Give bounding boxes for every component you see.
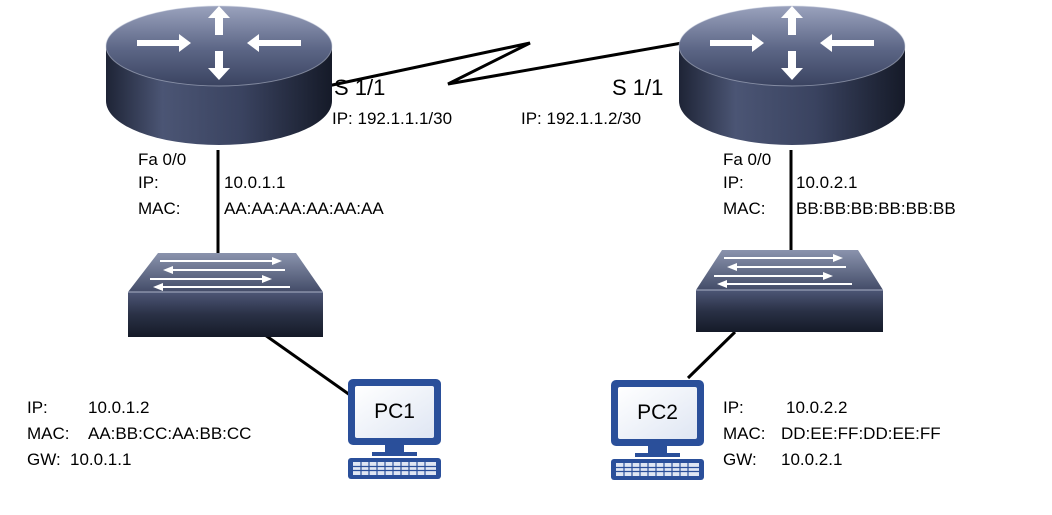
pc1-ip-value: 10.0.1.2 xyxy=(88,398,150,417)
pc2-ip-value: 10.0.2.2 xyxy=(786,398,848,417)
router-right-serial-label: S 1/1 xyxy=(612,75,664,100)
switch-right[interactable] xyxy=(696,250,883,332)
router-icon xyxy=(137,6,301,80)
pc-icon xyxy=(348,379,441,479)
pc1[interactable] xyxy=(348,379,441,479)
router-left-mac-label: MAC: xyxy=(138,199,181,218)
pc1-gw-label: GW: xyxy=(27,450,61,469)
monitor-screen xyxy=(618,387,697,439)
pc2-mac-label: MAC: xyxy=(723,424,766,443)
arrow-up-icon xyxy=(208,6,230,35)
router-left-mac-value: AA:AA:AA:AA:AA:AA xyxy=(224,199,384,218)
pc2-gw-value: 10.0.2.1 xyxy=(781,450,843,469)
pc2-name: PC2 xyxy=(637,401,678,424)
router-right-fa-label: Fa 0/0 xyxy=(723,150,772,169)
router-top xyxy=(106,6,332,86)
pc1-ip-label: IP: xyxy=(27,398,48,417)
pc2[interactable] xyxy=(611,380,704,480)
pc2-gw-label: GW: xyxy=(723,450,757,469)
router-left-ip-value: 10.0.1.1 xyxy=(224,173,286,192)
monitor-stand xyxy=(648,446,667,455)
router-right-ip-value: 10.0.2.1 xyxy=(796,173,858,192)
router-right-mac-value: BB:BB:BB:BB:BB:BB xyxy=(796,199,956,218)
pc2-ip-label: IP: xyxy=(723,398,744,417)
pc1-mac-value: AA:BB:CC:AA:BB:CC xyxy=(88,424,252,443)
switch-icon xyxy=(714,254,852,288)
pc-icon xyxy=(611,380,704,480)
links xyxy=(216,41,793,397)
router-right[interactable] xyxy=(678,5,906,145)
monitor-base xyxy=(372,452,417,456)
switch-front xyxy=(128,292,323,337)
arrow-down-icon xyxy=(781,51,803,80)
pc2-mac-value: DD:EE:FF:DD:EE:FF xyxy=(781,424,941,443)
router-left-serial-label: S 1/1 xyxy=(334,75,386,100)
link-switch-left-pc1 xyxy=(264,333,351,397)
pc1-gw-value: 10.0.1.1 xyxy=(70,450,132,469)
router-left-ip-label: IP: xyxy=(138,173,159,192)
router-right-ip-label: IP: xyxy=(723,173,744,192)
monitor-screen xyxy=(355,386,434,438)
router-left-serial-ip: IP: 192.1.1.1/30 xyxy=(332,109,453,128)
monitor-stand xyxy=(385,445,404,454)
switch-left[interactable] xyxy=(128,253,323,337)
router-left[interactable] xyxy=(105,5,333,145)
router-icon xyxy=(710,6,874,80)
pc1-name: PC1 xyxy=(374,400,415,423)
arrow-left-icon xyxy=(247,34,301,52)
link-switch-right-pc2 xyxy=(686,330,737,380)
arrow-right-icon xyxy=(137,34,191,52)
arrow-down-icon xyxy=(208,51,230,80)
monitor-base xyxy=(635,453,680,457)
switch-icon xyxy=(150,257,290,291)
router-left-fa-label: Fa 0/0 xyxy=(138,150,187,169)
arrow-left-icon xyxy=(820,34,874,52)
arrow-right-icon xyxy=(710,34,764,52)
serial-link xyxy=(322,41,683,89)
router-right-serial-ip: IP: 192.1.1.2/30 xyxy=(521,109,642,128)
pc1-mac-label: MAC: xyxy=(27,424,70,443)
arrow-up-icon xyxy=(781,6,803,35)
switch-front xyxy=(696,290,883,332)
router-top xyxy=(679,6,905,86)
router-right-mac-label: MAC: xyxy=(723,199,766,218)
